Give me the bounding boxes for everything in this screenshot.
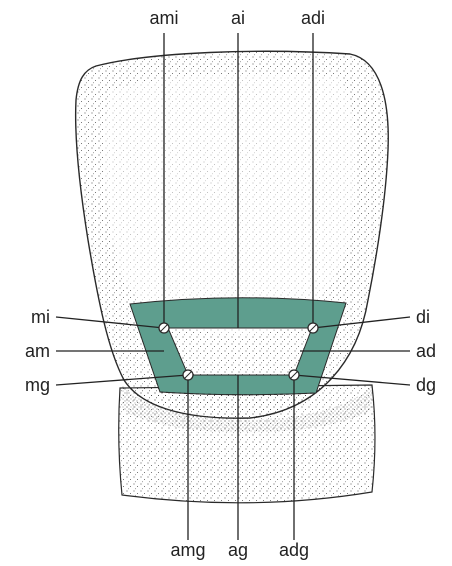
crown-highlight bbox=[105, 74, 357, 335]
label-ai: ai bbox=[231, 8, 245, 28]
label-am: am bbox=[25, 341, 50, 361]
point-adi bbox=[308, 323, 318, 333]
point-ami bbox=[159, 323, 169, 333]
label-ag: ag bbox=[228, 540, 248, 560]
label-mg: mg bbox=[25, 375, 50, 395]
label-dg: dg bbox=[416, 375, 436, 395]
label-adg: adg bbox=[279, 540, 309, 560]
label-di: di bbox=[416, 307, 430, 327]
label-amg: amg bbox=[170, 540, 205, 560]
point-adg bbox=[289, 370, 299, 380]
label-adi: adi bbox=[301, 8, 325, 28]
point-amg bbox=[183, 370, 193, 380]
label-ami: ami bbox=[149, 8, 178, 28]
label-ad: ad bbox=[416, 341, 436, 361]
label-mi: mi bbox=[31, 307, 50, 327]
